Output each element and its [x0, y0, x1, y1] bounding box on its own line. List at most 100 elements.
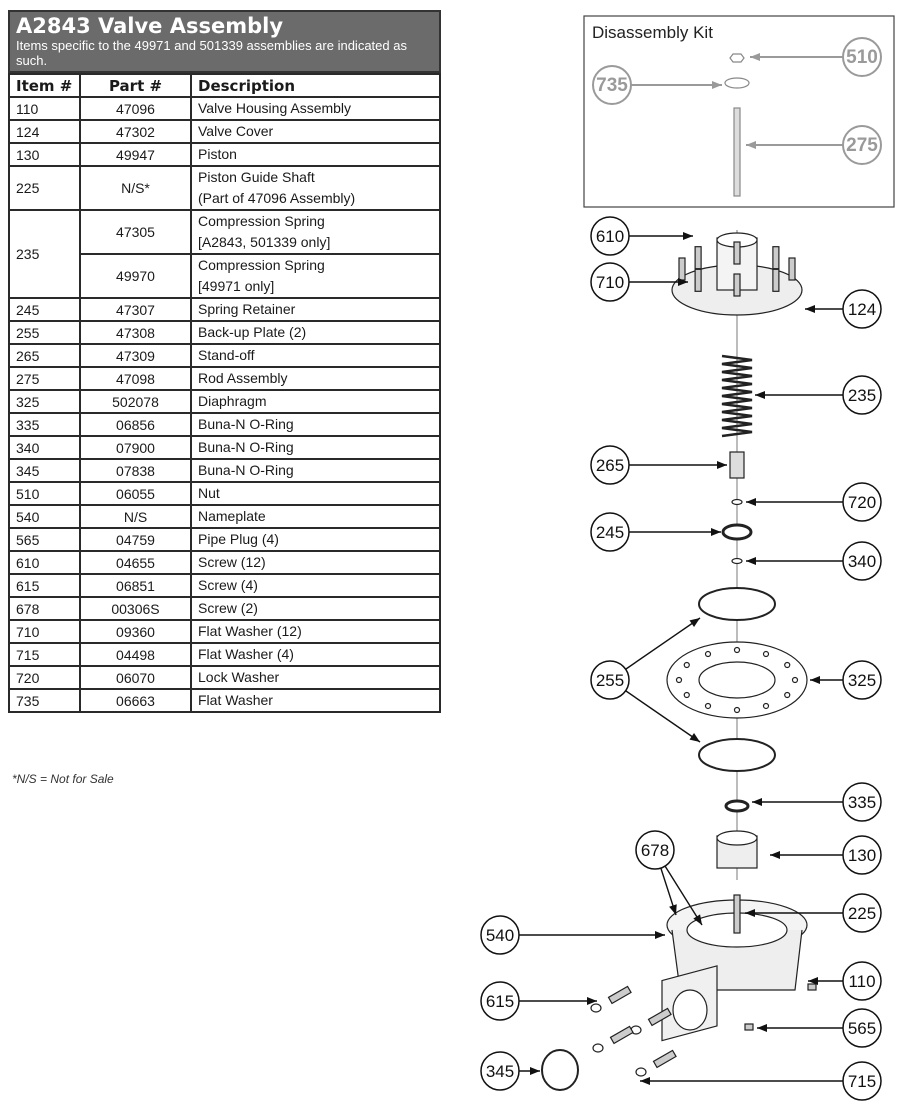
description-line: Compression Spring — [198, 257, 325, 273]
bolt-hole — [733, 706, 741, 714]
callout-label: 225 — [848, 904, 876, 923]
callout-340: 340 — [746, 541, 882, 581]
bolt-hole — [683, 661, 690, 669]
arrow-head-icon — [689, 733, 700, 742]
col-description: Description — [190, 73, 441, 98]
item-number: 615 — [8, 573, 81, 598]
description-line: [49971 only] — [198, 278, 275, 294]
washer-715 — [592, 1043, 604, 1053]
callout-540: 540 — [480, 915, 665, 955]
description: Buna-N O-Ring — [190, 435, 441, 460]
callout-circle — [480, 915, 520, 955]
bolt-hole — [762, 650, 770, 658]
item-number: 325 — [8, 389, 81, 414]
callout-circle — [842, 125, 882, 165]
screw-icon — [772, 246, 780, 270]
table-header-row: Item # Part # Description — [8, 73, 441, 98]
description: Compression Spring[A2843, 501339 only] — [190, 209, 441, 255]
callout-circle — [842, 893, 882, 933]
piston-top — [716, 830, 758, 846]
description: Flat Washer (12) — [190, 619, 441, 644]
nut-icon — [729, 53, 745, 63]
callout-715: 715 — [640, 1061, 882, 1101]
screw-615 — [652, 1049, 677, 1069]
arrow-head-icon — [770, 851, 780, 859]
page-subtitle: Items specific to the 49971 and 501339 a… — [16, 38, 407, 68]
arrow-head-icon — [746, 557, 756, 565]
parts-list-header: A2843 Valve Assembly Items specific to t… — [8, 10, 441, 73]
item-number: 565 — [8, 527, 81, 552]
callout-678: 678 — [635, 830, 703, 926]
item-number: 678 — [8, 596, 81, 621]
part-number: N/S — [79, 504, 192, 529]
description: Buna-N O-Ring — [190, 412, 441, 437]
callout-245: 245 — [590, 512, 721, 552]
callout-circle — [590, 216, 630, 256]
callout-label: 565 — [848, 1019, 876, 1038]
o-ring-335 — [724, 799, 750, 813]
part-number: 47308 — [79, 320, 192, 345]
screw-icon — [772, 268, 780, 292]
callout-label: 265 — [596, 456, 624, 475]
callout-circle — [592, 65, 632, 105]
screw-icon — [694, 246, 702, 270]
description: Piston — [190, 142, 441, 167]
description-line: Lock Washer — [198, 669, 280, 685]
lock-washer — [731, 498, 743, 506]
part-number: 06055 — [79, 481, 192, 506]
callout-label: 715 — [848, 1072, 876, 1091]
item-number: 735 — [8, 688, 81, 713]
bolt-hole — [704, 702, 712, 710]
callout-label: 235 — [848, 386, 876, 405]
callout-circle — [842, 375, 882, 415]
arrow-head-icon — [757, 1024, 767, 1032]
page-title: A2843 Valve Assembly — [16, 14, 284, 38]
description-line: Piston — [198, 146, 237, 162]
screw-icon — [678, 257, 686, 281]
description: Rod Assembly — [190, 366, 441, 391]
callout-label: 510 — [846, 47, 878, 68]
description-line: [A2843, 501339 only] — [198, 234, 331, 250]
spring-retainer — [721, 523, 753, 541]
description-line: Flat Washer (4) — [198, 646, 294, 662]
part-number: 06851 — [79, 573, 192, 598]
pipe-plug — [807, 983, 817, 991]
guide-shaft — [733, 894, 741, 934]
description: Diaphragm — [190, 389, 441, 414]
arrow-head-icon — [810, 676, 820, 684]
callout-label: 710 — [596, 273, 624, 292]
callout-735: 735 — [592, 65, 722, 105]
item-number: 235 — [8, 209, 81, 299]
backup-plate-top — [698, 587, 776, 621]
callout-circle — [842, 961, 882, 1001]
part-number: 49970 — [79, 253, 192, 299]
part-number: 06070 — [79, 665, 192, 690]
callout-130: 130 — [770, 835, 882, 875]
item-number: 110 — [8, 96, 81, 121]
part-number: 47307 — [79, 297, 192, 322]
arrow-head-icon — [805, 305, 815, 313]
item-number: 720 — [8, 665, 81, 690]
callout-615: 615 — [480, 981, 597, 1021]
description-line: Screw (4) — [198, 577, 258, 593]
description: Valve Housing Assembly — [190, 96, 441, 121]
item-number: 610 — [8, 550, 81, 575]
callout-265: 265 — [590, 445, 727, 485]
description: Screw (4) — [190, 573, 441, 598]
callout-label: 275 — [846, 135, 878, 156]
screw-615 — [609, 1025, 634, 1045]
parts-list: A2843 Valve Assembly Items specific to t… — [8, 10, 441, 713]
part-number: 04498 — [79, 642, 192, 667]
item-number: 340 — [8, 435, 81, 460]
description: Screw (12) — [190, 550, 441, 575]
description: Flat Washer — [190, 688, 441, 713]
